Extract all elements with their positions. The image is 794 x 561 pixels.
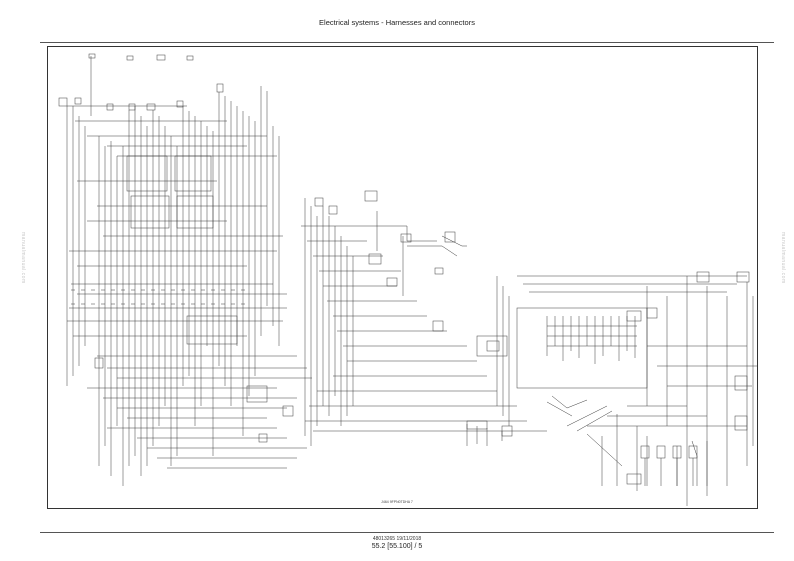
page-reference: 55.2 [55.100] / 5	[371, 543, 423, 550]
diagram-caption: J464 9FPN0TDHA 7	[381, 500, 413, 504]
header-rule	[40, 42, 774, 43]
center-harness-cluster	[301, 190, 588, 446]
watermark-right: manualmanual.com	[780, 232, 786, 284]
left-harness-cluster	[58, 53, 312, 486]
page-title: Electrical systems - Harnesses and conne…	[319, 18, 475, 27]
watermark-left: manualmanual.com	[20, 232, 26, 284]
diagram-frame	[47, 46, 758, 509]
wiring-diagram	[58, 53, 757, 506]
right-harness-cluster	[496, 271, 757, 506]
document-reference: 48013265 19/11/2018	[372, 536, 422, 542]
footer-rule	[40, 532, 774, 533]
